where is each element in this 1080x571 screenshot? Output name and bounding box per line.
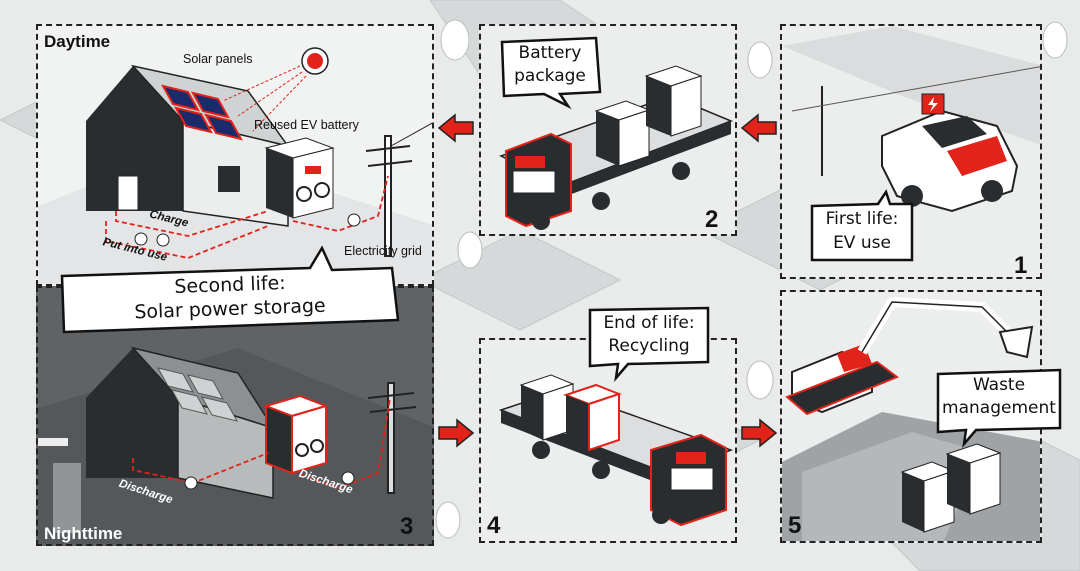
bubble-recycling-line1: End of life: (603, 313, 695, 333)
truck-cab (505, 132, 572, 228)
recycling-truck-scene (498, 374, 734, 527)
battery-illustration (519, 374, 622, 452)
panel-daytime: Daytime Solar panels Reused EV battery C… (36, 24, 434, 286)
step-number-3: 3 (400, 513, 414, 540)
lightning-icon (184, 471, 355, 490)
arrow-left-icon (437, 113, 474, 143)
panel-waste: 5 (780, 290, 1042, 543)
bubble-waste: Waste management (934, 368, 1064, 449)
step-number-5: 5 (788, 512, 802, 539)
panel-recycling: 4 (479, 338, 737, 543)
arrow-right-icon (741, 418, 778, 448)
panel-battery-package: 2 (479, 24, 737, 236)
lightning-icon (921, 93, 945, 115)
bubble-battery-package: Battery package (498, 36, 602, 110)
nighttime-label: Nighttime (44, 524, 123, 543)
bubble-waste-line1: Waste (972, 375, 1026, 395)
bubble-second-life: Second life: Solar power storage (60, 245, 400, 334)
nighttime-scene (38, 346, 432, 544)
arrow-left-icon (740, 113, 777, 143)
truck-scene (499, 65, 734, 230)
night-battery-illustration (262, 394, 330, 475)
sun-icon (301, 47, 329, 75)
truck-cab (650, 433, 727, 527)
reused-battery-label: Reused EV battery (254, 118, 359, 132)
arrow-right-icon (438, 418, 475, 448)
battery-illustration (264, 137, 335, 219)
bubble-recycling: End of life: Recycling (586, 306, 712, 383)
bubble-battery-package-line2: package (514, 66, 586, 86)
daytime-scene (38, 47, 432, 284)
battery-illustration (594, 65, 703, 167)
bubble-recycling-line2: Recycling (608, 336, 690, 356)
battery-illustration (900, 443, 1002, 533)
step-number-1: 1 (1014, 252, 1028, 279)
ev-scene (782, 26, 1040, 213)
bubble-first-life-line1: First life: (825, 209, 899, 229)
lightning-icon (134, 213, 361, 247)
bubble-battery-package-line1: Battery (518, 43, 582, 63)
electricity-grid-label: Electricity grid (344, 244, 422, 258)
bubble-first-life-line2: EV use (833, 233, 891, 253)
step-number-2: 2 (705, 206, 719, 233)
bubble-first-life: First life: EV use (808, 189, 916, 262)
bubble-waste-line2: management (942, 398, 1056, 418)
excavator-scene (782, 296, 1040, 541)
excavator (785, 296, 1034, 416)
ev-car (881, 109, 1019, 213)
step-number-4: 4 (487, 512, 501, 539)
daytime-label: Daytime (44, 32, 111, 51)
solar-panels-label: Solar panels (183, 52, 253, 66)
